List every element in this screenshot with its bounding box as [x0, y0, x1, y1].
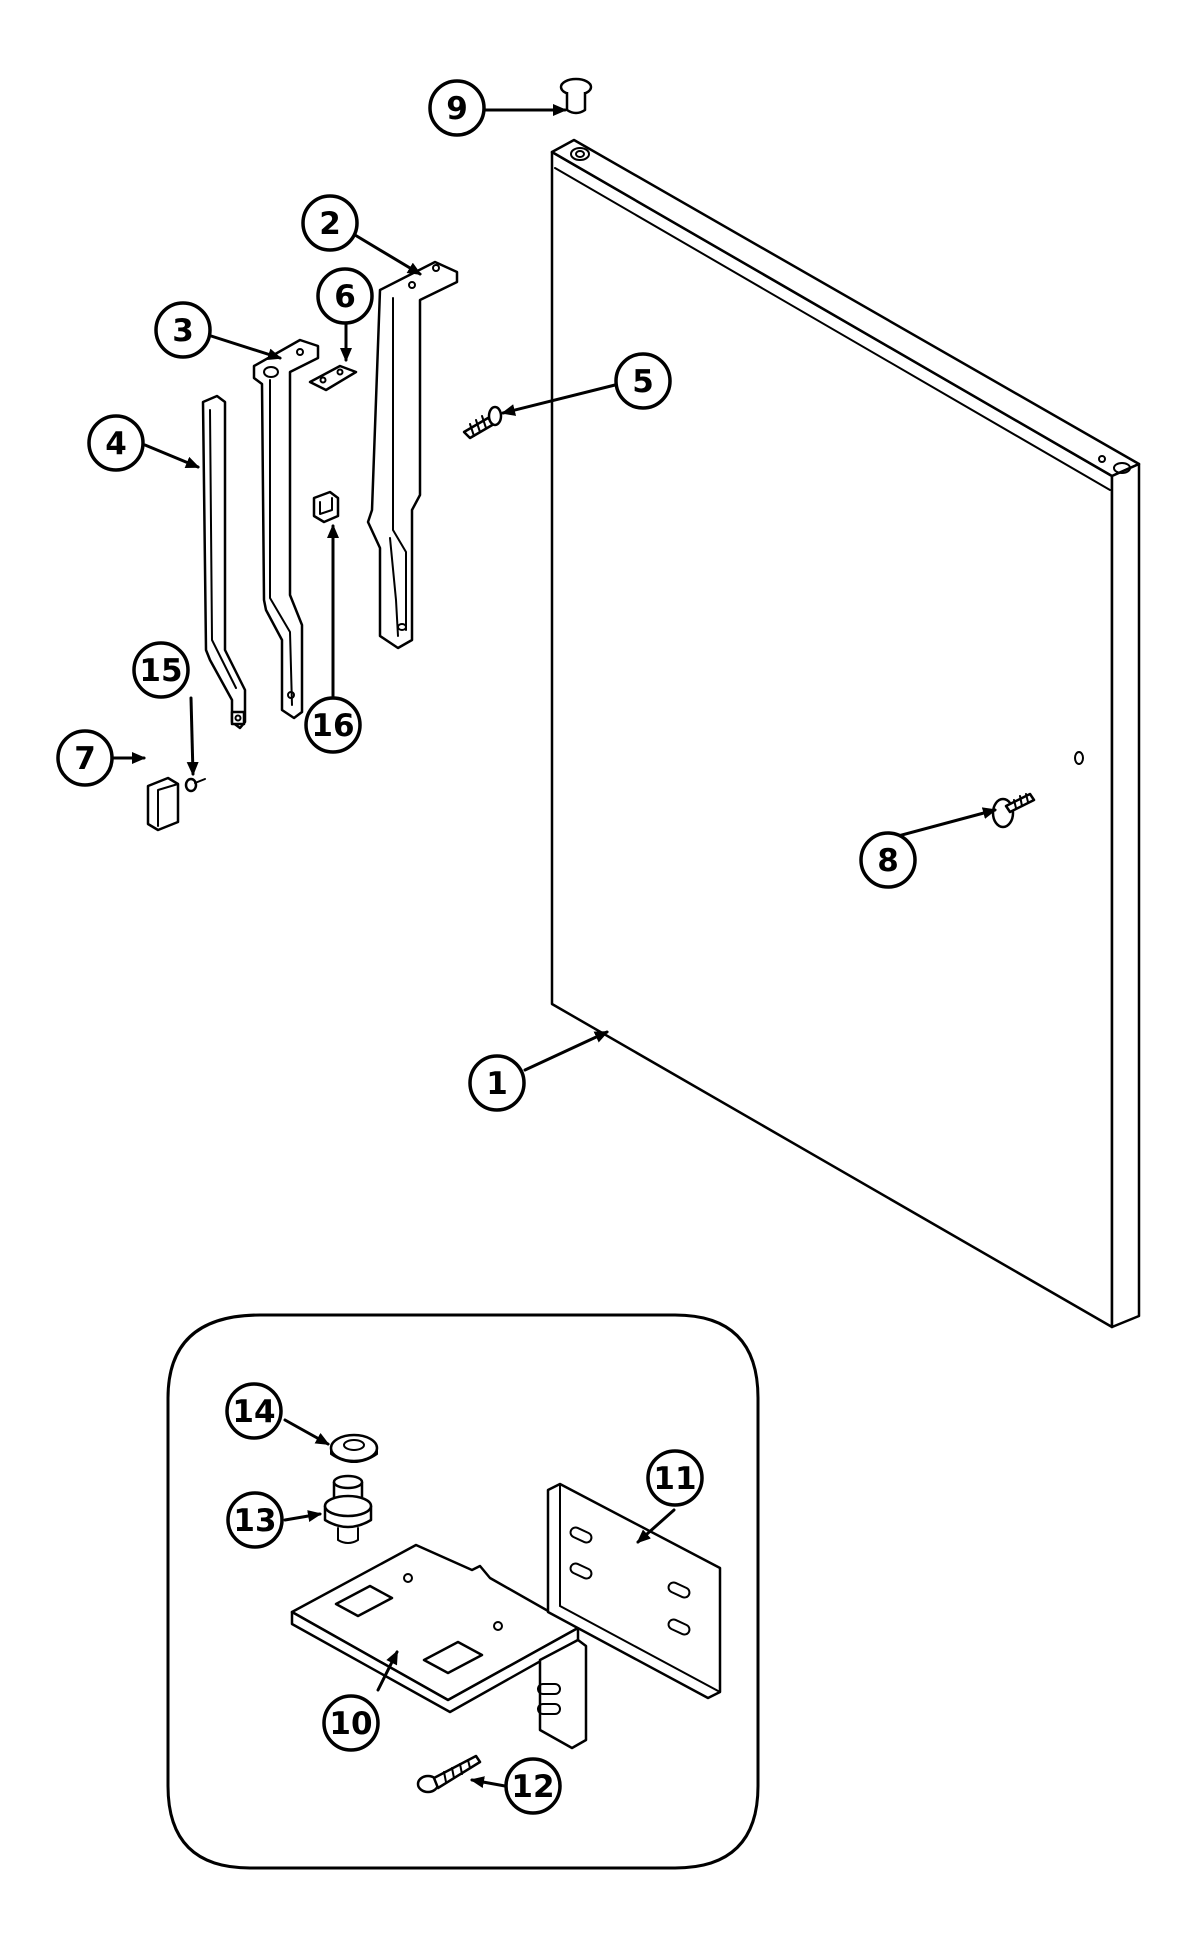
svg-text:12: 12 [511, 1769, 554, 1805]
svg-text:1: 1 [486, 1066, 508, 1102]
hinge-plate [546, 1482, 722, 1700]
svg-text:3: 3 [172, 313, 194, 349]
callout-2: 2 [301, 194, 359, 252]
callout-16: 16 [304, 696, 362, 754]
svg-text:11: 11 [653, 1461, 696, 1497]
leader-lines [108, 104, 997, 1789]
hinge-bracket [290, 1543, 588, 1750]
svg-text:16: 16 [311, 708, 354, 744]
callout-14: 14 [225, 1382, 283, 1440]
svg-text:6: 6 [334, 279, 356, 315]
svg-text:15: 15 [139, 653, 182, 689]
handle-bracket-small [201, 394, 247, 730]
door-stop-screw [991, 792, 1036, 829]
callout-3: 3 [154, 301, 212, 359]
plug-button [559, 77, 593, 115]
callout-6: 6 [316, 267, 374, 325]
callout-1: 1 [468, 1054, 526, 1112]
callout-8: 8 [859, 831, 917, 889]
handle-bracket-middle [252, 338, 320, 720]
svg-text:4: 4 [105, 426, 127, 462]
inset-frame [166, 1313, 760, 1870]
screw-5 [462, 405, 503, 440]
screw-15 [184, 777, 206, 793]
callout-4: 4 [87, 414, 145, 472]
mounting-plate-small [308, 364, 358, 392]
callout-15: 15 [132, 641, 190, 699]
callout-11: 11 [646, 1449, 704, 1507]
callout-9: 9 [428, 79, 486, 137]
svg-text:9: 9 [446, 91, 468, 127]
svg-text:14: 14 [232, 1394, 275, 1430]
callout-7: 7 [56, 729, 114, 787]
screw-12 [416, 1754, 482, 1794]
svg-text:10: 10 [329, 1706, 372, 1742]
svg-text:2: 2 [319, 206, 341, 242]
clip-small [312, 490, 340, 524]
callout-10: 10 [322, 1694, 380, 1752]
callout-5: 5 [614, 352, 672, 410]
hinge-pin [323, 1474, 373, 1544]
callout-12: 12 [504, 1757, 562, 1815]
svg-text:7: 7 [74, 741, 96, 777]
svg-text:13: 13 [233, 1503, 276, 1539]
washer [329, 1433, 379, 1463]
callout-13: 13 [226, 1491, 284, 1549]
handle-bracket-large [366, 260, 459, 650]
door-panel [550, 138, 1141, 1329]
svg-text:5: 5 [632, 364, 654, 400]
callouts: 9 2 6 3 5 4 15 16 [56, 79, 917, 1815]
svg-text:8: 8 [877, 843, 899, 879]
end-cap [146, 776, 180, 832]
